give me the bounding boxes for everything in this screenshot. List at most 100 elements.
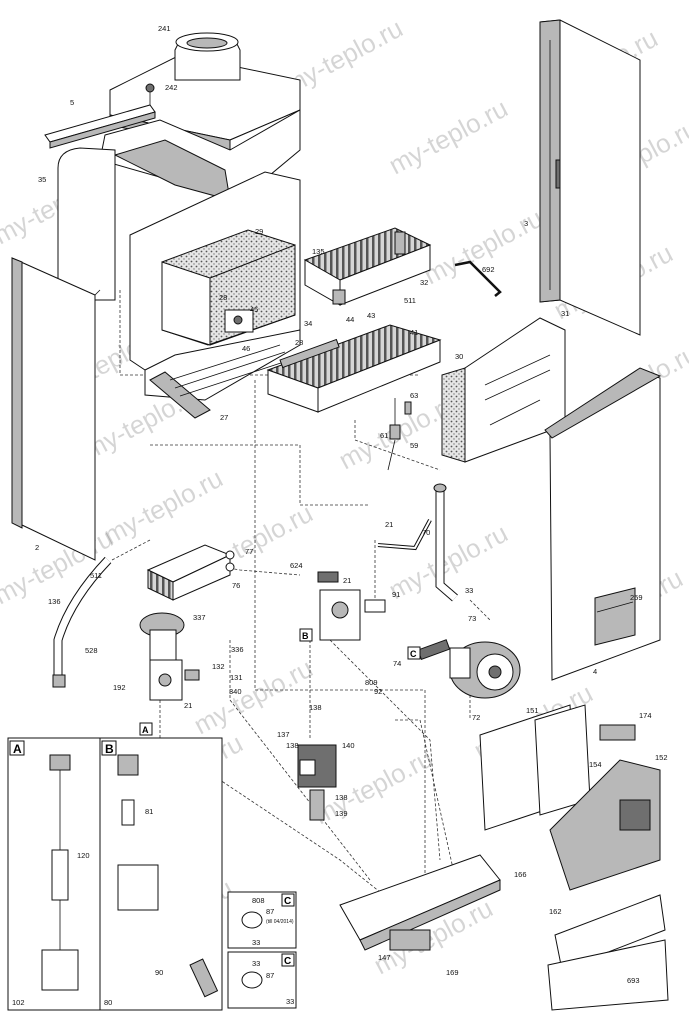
- callout-a-inset: A: [13, 742, 22, 756]
- callout-c-inset: C: [284, 896, 291, 907]
- callout-letters: A B C C A B C: [13, 628, 421, 967]
- part-label: 92: [374, 687, 382, 696]
- part-label: 73: [468, 614, 476, 623]
- part-label: 511: [90, 571, 102, 580]
- part-label: 41: [410, 328, 418, 337]
- part-label: 147: [378, 953, 391, 962]
- part-label: 137: [277, 730, 290, 739]
- part-label: 192: [113, 683, 126, 692]
- inset-box-a: [7, 737, 102, 1011]
- part-label: 136: [48, 597, 61, 606]
- mounting-rail: [44, 104, 156, 149]
- part-label: 4: [593, 667, 597, 676]
- diverter-valve: [139, 612, 200, 701]
- part-label: 44: [346, 315, 354, 324]
- part-label: 33: [252, 938, 260, 947]
- part-label: 61: [380, 431, 388, 440]
- part-label: 45: [250, 305, 258, 314]
- part-label: 59: [410, 441, 418, 450]
- part-label: 154: [589, 760, 602, 769]
- watermark-text: my-teplo.ru: [419, 203, 548, 291]
- part-label: 511: [404, 296, 416, 305]
- part-label: 31: [561, 309, 569, 318]
- part-label: 80: [104, 998, 112, 1007]
- part-label: 34: [304, 319, 312, 328]
- part-label: 151: [526, 706, 539, 715]
- part-label: 77: [245, 547, 253, 556]
- part-label: 120: [77, 851, 90, 860]
- part-label: 3: [524, 219, 528, 228]
- gas-valve: [297, 744, 337, 821]
- heat-exchanger: [303, 227, 432, 306]
- part-label: 33: [465, 586, 473, 595]
- front-casing: [544, 367, 662, 681]
- part-label: 138: [309, 703, 322, 712]
- part-label: 152: [655, 753, 668, 762]
- part-label: 32: [420, 278, 428, 287]
- part-label: 140: [342, 741, 355, 750]
- part-label: 336: [231, 645, 244, 654]
- burner: [266, 324, 442, 413]
- part-label: 90: [155, 968, 163, 977]
- part-label: 28: [295, 338, 303, 347]
- watermark-text: my-teplo.ru: [99, 463, 228, 551]
- part-label: 21: [385, 520, 393, 529]
- part-label: 162: [549, 907, 562, 916]
- inset-box-c1: [227, 891, 297, 949]
- pipe-136: [52, 556, 112, 688]
- part-label: 28: [219, 293, 227, 302]
- part-label: 138: [286, 741, 299, 750]
- part-label: 340: [229, 687, 242, 696]
- part-label: 131: [230, 673, 243, 682]
- callout-a-marker: A: [142, 725, 149, 735]
- draught-diverter: [99, 109, 301, 201]
- part-label: 138: [335, 793, 348, 802]
- ignition-electrodes: [387, 398, 412, 471]
- callout-c-marker: C: [410, 649, 417, 659]
- callout-b-marker: B: [302, 631, 309, 641]
- casing-side-right: [539, 19, 641, 336]
- part-label: 74: [393, 659, 401, 668]
- pipe-21: [377, 519, 432, 551]
- tie-bar: [454, 260, 502, 297]
- part-label: 135: [312, 247, 325, 256]
- control-box: [479, 704, 661, 891]
- part-label: 102: [12, 998, 25, 1007]
- part-label: 21: [184, 701, 192, 710]
- part-label: (till 04/2014): [266, 919, 294, 925]
- part-label: 337: [193, 613, 206, 622]
- part-label: 70: [422, 528, 430, 537]
- watermark-text: my-teplo.ru: [384, 93, 513, 181]
- part-label: 33: [286, 997, 294, 1006]
- part-label: 43: [367, 311, 375, 320]
- front-cover: [547, 894, 669, 1011]
- part-label: 46: [242, 344, 250, 353]
- part-label: 87: [266, 971, 274, 980]
- part-label: 241: [158, 24, 171, 33]
- part-label: 87: [266, 907, 274, 916]
- part-label: 21: [343, 576, 351, 585]
- part-label: 63: [410, 391, 418, 400]
- part-label: 259: [630, 593, 643, 602]
- part-label: 693: [627, 976, 640, 985]
- insulation-panel: [441, 317, 566, 463]
- part-label: 624: [290, 561, 303, 570]
- part-labels: 241 242 5 35 29 135 32 692 3 28 45 34 44…: [12, 24, 668, 1007]
- part-label: 2: [35, 543, 39, 552]
- callout-c-inset: C: [284, 956, 291, 967]
- mounting-plate: [339, 854, 501, 951]
- part-label: 33: [252, 959, 260, 968]
- part-label: 91: [392, 590, 400, 599]
- part-label: 808: [252, 896, 265, 905]
- inner-chamber-29: [161, 229, 296, 346]
- part-label: 30: [455, 352, 463, 361]
- inset-box-c2: [227, 951, 297, 1009]
- part-label: 174: [639, 711, 652, 720]
- part-label: 166: [514, 870, 527, 879]
- part-label: 72: [472, 713, 480, 722]
- part-label: 35: [38, 175, 46, 184]
- part-label: 5: [70, 98, 74, 107]
- part-label: 132: [212, 662, 225, 671]
- pipe-70: [433, 483, 458, 602]
